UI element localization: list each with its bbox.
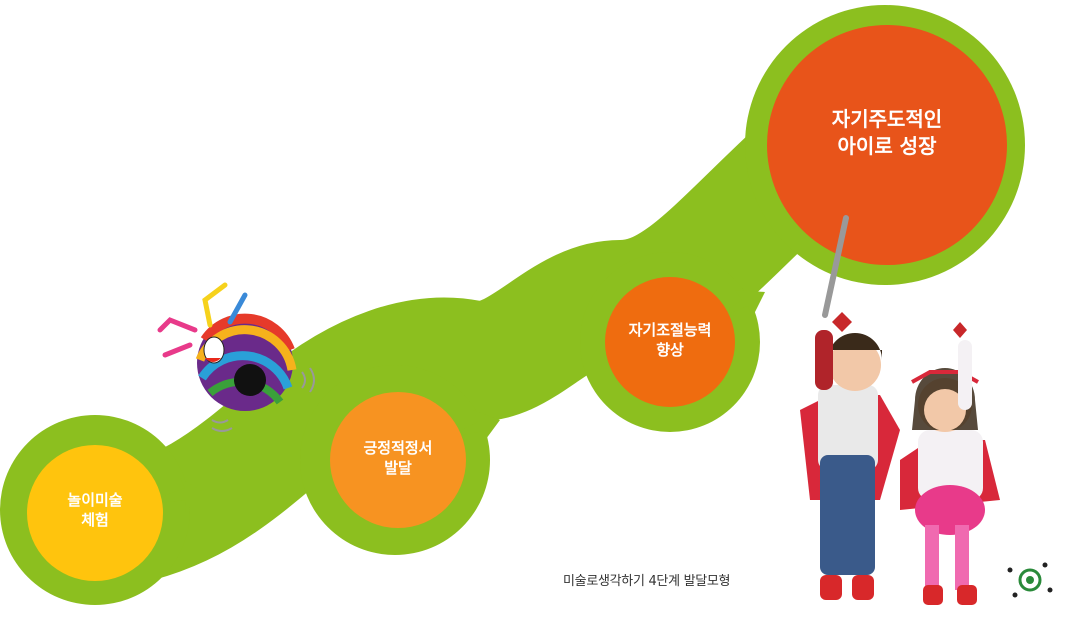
stage-3-circle [605,277,735,407]
arrow-1 [140,478,205,512]
stage-4-label: 자기주도적인 아이로 성장 [787,106,987,160]
stage-1-circle [27,445,163,581]
stage-2-line-2: 발달 [384,459,412,478]
stage-3-line-2: 향상 [656,341,684,360]
stage-3-label: 자기조절능력 향상 [605,320,735,361]
stage-1-line-1: 놀이미술 [67,491,123,509]
yarn-ball-mascot-illustration [157,282,315,432]
diagram-caption: 미술로생각하기 4단계 발달모형 [563,574,731,589]
children-photo-illustration [800,215,1053,605]
stage-2-label: 긍정적정서 발달 [338,438,458,479]
stage-1-label: 놀이미술 체험 [35,490,155,531]
stage-4-line-1: 자기주도적인 [831,107,943,131]
stage-2-line-1: 긍정적정서 [363,439,433,457]
stage-4-circle [767,25,1007,265]
stage-2-circle [330,392,466,528]
stage-1-line-2: 체험 [81,511,109,530]
stage-3-line-1: 자기조절능력 [628,321,712,339]
stage-4-line-2: 아이로 성장 [837,134,937,158]
